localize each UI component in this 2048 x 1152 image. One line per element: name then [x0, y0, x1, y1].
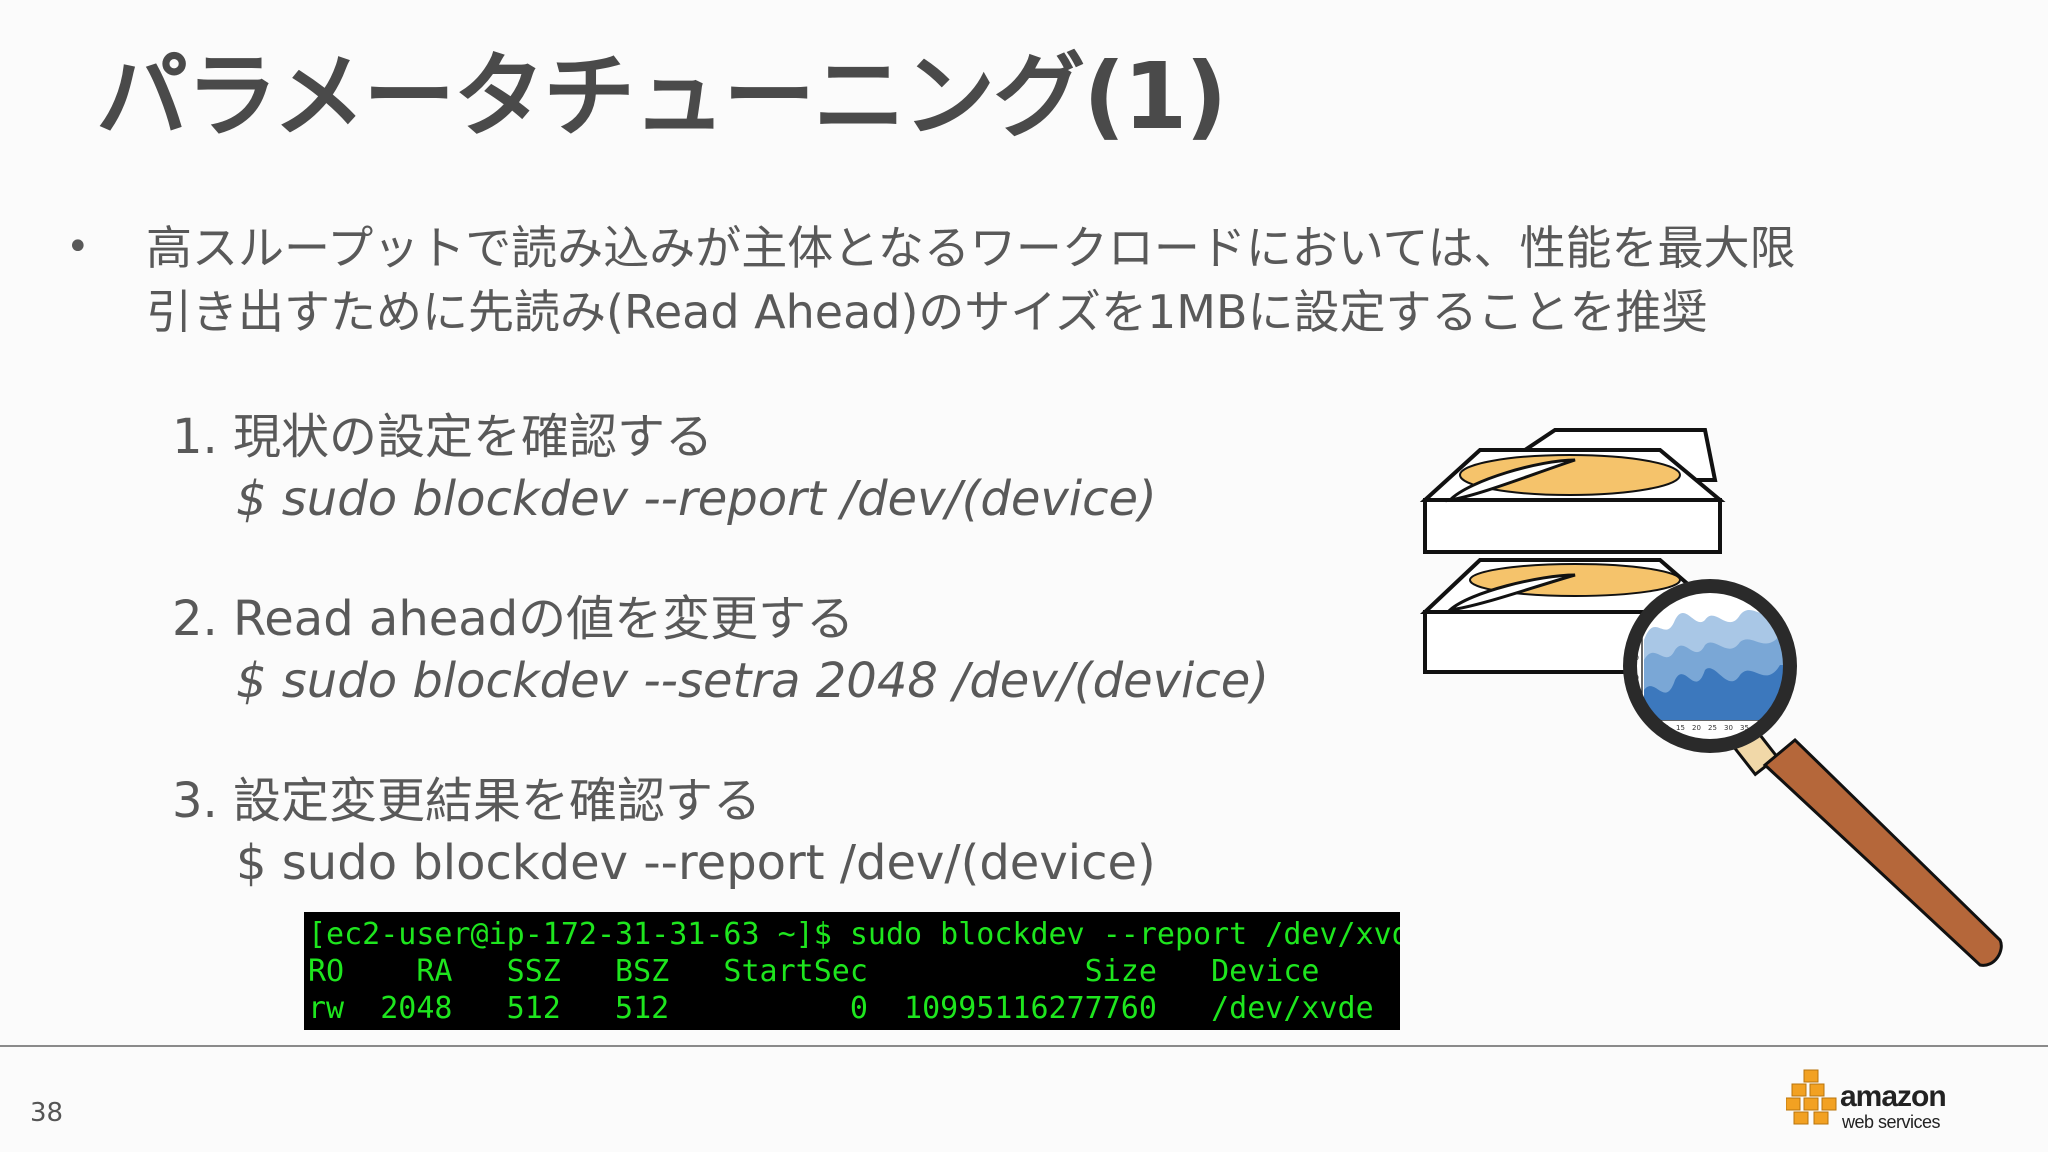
chart-x-tick: 20 [1692, 724, 1701, 732]
terminal-line: [ec2-user@ip-172-31-31-63 ~]$ sudo block… [308, 917, 1400, 952]
terminal-line: RO RA SSZ BSZ StartSec Size Device [308, 954, 1320, 989]
bullet-line-1: 高スループットで読み込みが主体となるワークロードにおいては、性能を最大限 [146, 221, 1796, 275]
aws-logo-subtext: web services [1842, 1112, 1941, 1132]
slide-title: パラメータチューニング(1) [96, 43, 1227, 150]
aws-boxes-icon [1786, 1069, 1837, 1125]
bullet-line-2: 引き出すために先読み(Read Ahead)のサイズを1MBに設定することを推奨 [146, 285, 1708, 339]
terminal-line: rw 2048 512 512 0 10995116277760 /dev/xv… [308, 991, 1374, 1026]
magnifier-handle-icon [1728, 723, 2003, 967]
chart-x-tick: 15 [1676, 724, 1685, 732]
step-3: 3. 設定変更結果を確認する $ sudo blockdev --report … [172, 770, 1156, 894]
step-3-label: 3. 設定変更結果を確認する [172, 773, 762, 829]
bullet-dot-icon: • [66, 224, 90, 270]
step-2: 2. Read aheadの値を変更する $ sudo blockdev --s… [172, 588, 1269, 712]
step-1-command: $ sudo blockdev --report /dev/(device) [236, 471, 1157, 527]
footer-divider [0, 1045, 2048, 1047]
aws-logo-text: amazon [1840, 1080, 1947, 1113]
aws-logo: amazon web services [1786, 1068, 1956, 1138]
magnifier-lens-icon: 60 50 40 30 20 10 15 20 25 30 35 40 45 [1623, 579, 1797, 753]
page-number: 38 [30, 1098, 64, 1128]
chart-x-tick: 35 [1740, 724, 1749, 732]
step-2-command: $ sudo blockdev --setra 2048 /dev/(devic… [236, 653, 1270, 709]
disk-magnifier-illustration-icon: 60 50 40 30 20 10 15 20 25 30 35 40 45 [1419, 428, 2003, 967]
disk-top-icon [1419, 428, 1726, 554]
step-1: 1. 現状の設定を確認する $ sudo blockdev --report /… [172, 406, 1157, 530]
chart-x-tick: 25 [1708, 724, 1717, 732]
bullet-text: 高スループットで読み込みが主体となるワークロードにおいては、性能を最大限 引き出… [146, 216, 2016, 344]
step-3-command: $ sudo blockdev --report /dev/(device) [236, 835, 1156, 891]
step-2-label: 2. Read aheadの値を変更する [172, 591, 855, 647]
step-1-label: 1. 現状の設定を確認する [172, 409, 714, 465]
terminal-screenshot: [ec2-user@ip-172-31-31-63 ~]$ sudo block… [304, 912, 1400, 1030]
chart-x-tick: 30 [1724, 724, 1733, 732]
